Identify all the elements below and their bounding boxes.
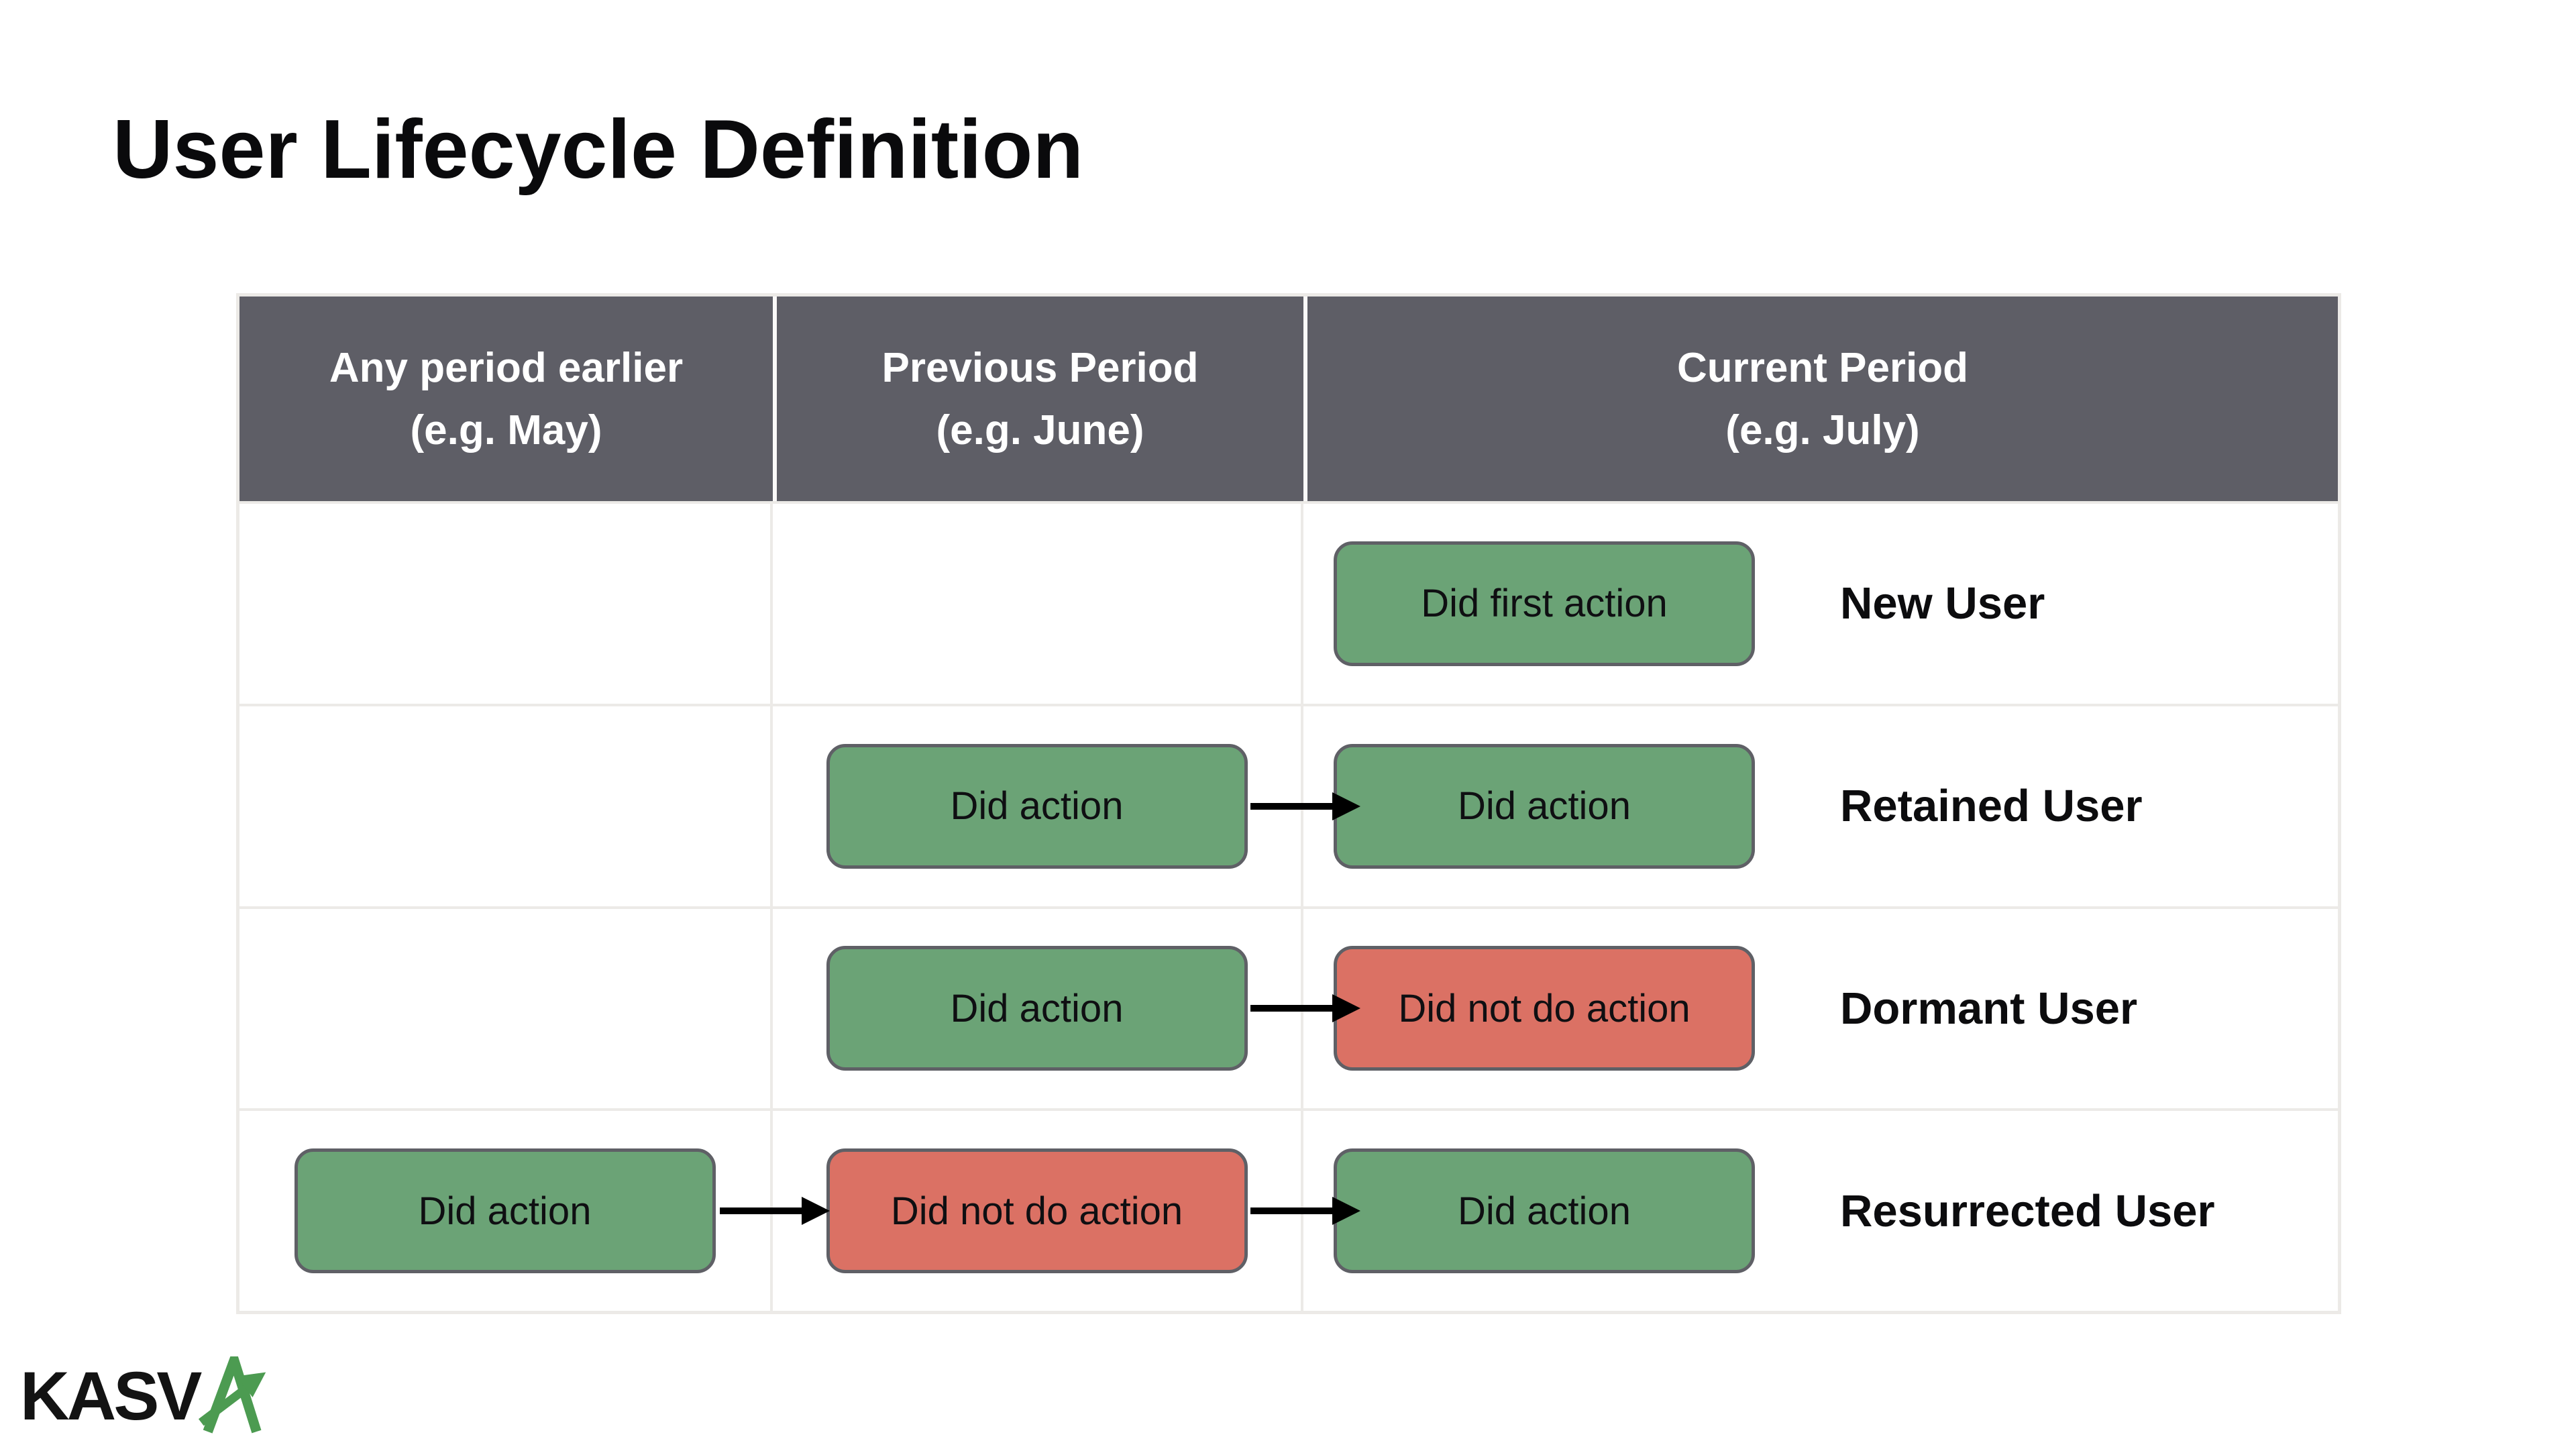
action-box: Did action xyxy=(1334,1148,1755,1274)
arrow-right-icon xyxy=(1250,1191,1360,1231)
cell-previous: Did action xyxy=(773,908,1303,1109)
row-label: Resurrected User xyxy=(1840,1185,2215,1236)
row-label: Retained User xyxy=(1840,781,2143,832)
cell-previous xyxy=(773,504,1303,704)
cell-earlier xyxy=(239,706,773,906)
kasva-logo: KASV xyxy=(20,1356,272,1436)
header-subline: (e.g. May) xyxy=(410,407,602,453)
header-line: Current Period xyxy=(1676,344,1969,391)
cell-earlier xyxy=(239,908,773,1109)
cell-label: New User xyxy=(1785,504,2338,704)
cell-previous: Did action xyxy=(773,706,1303,906)
cell-current: Did action xyxy=(1303,706,1785,906)
header-cell-previous-period: Previous Period (e.g. June) xyxy=(773,297,1303,501)
growth-arrow-a-icon xyxy=(199,1356,266,1434)
action-box: Did action xyxy=(294,1148,716,1274)
arrow-right-icon xyxy=(1250,988,1360,1028)
header-cell-current-period: Current Period (e.g. July) xyxy=(1303,297,2338,501)
table-row-retained-user: Did action Did action Retained User xyxy=(239,703,2338,906)
cell-current: Did action xyxy=(1303,1111,1785,1311)
row-label: Dormant User xyxy=(1840,983,2138,1034)
cell-previous: Did not do action xyxy=(773,1111,1303,1311)
table-row-dormant-user: Did action Did not do action Dormant Use… xyxy=(239,906,2338,1109)
cell-earlier xyxy=(239,504,773,704)
action-box: Did action xyxy=(1334,743,1755,869)
cell-label: Retained User xyxy=(1785,706,2338,906)
action-box: Did action xyxy=(826,946,1248,1071)
action-box: Did action xyxy=(826,743,1248,869)
cell-label: Resurrected User xyxy=(1785,1111,2338,1311)
header-line: Any period earlier xyxy=(329,344,684,391)
table-header-row: Any period earlier (e.g. May) Previous P… xyxy=(239,297,2338,501)
table-row-resurrected-user: Did action Did not do action Did action … xyxy=(239,1108,2338,1311)
cell-label: Dormant User xyxy=(1785,909,2338,1109)
page-title: User Lifecycle Definition xyxy=(113,103,1084,196)
cell-current: Did not do action xyxy=(1303,909,1785,1109)
action-box: Did not do action xyxy=(1334,946,1755,1071)
header-line: Previous Period xyxy=(881,344,1199,391)
row-label: New User xyxy=(1840,578,2045,629)
header-subline: (e.g. July) xyxy=(1725,407,1920,453)
action-box: Did not do action xyxy=(826,1148,1248,1274)
header-subline: (e.g. June) xyxy=(936,407,1144,453)
logo-text: KASV xyxy=(20,1357,202,1434)
header-cell-any-period-earlier: Any period earlier (e.g. May) xyxy=(239,297,773,501)
cell-current: Did first action xyxy=(1303,504,1785,704)
cell-earlier: Did action xyxy=(239,1111,773,1311)
table-row-new-user: Did first action New User xyxy=(239,501,2338,704)
arrow-right-icon xyxy=(720,1191,830,1231)
lifecycle-table: Any period earlier (e.g. May) Previous P… xyxy=(236,293,2341,1314)
action-box: Did first action xyxy=(1334,541,1755,666)
arrow-right-icon xyxy=(1250,786,1360,826)
